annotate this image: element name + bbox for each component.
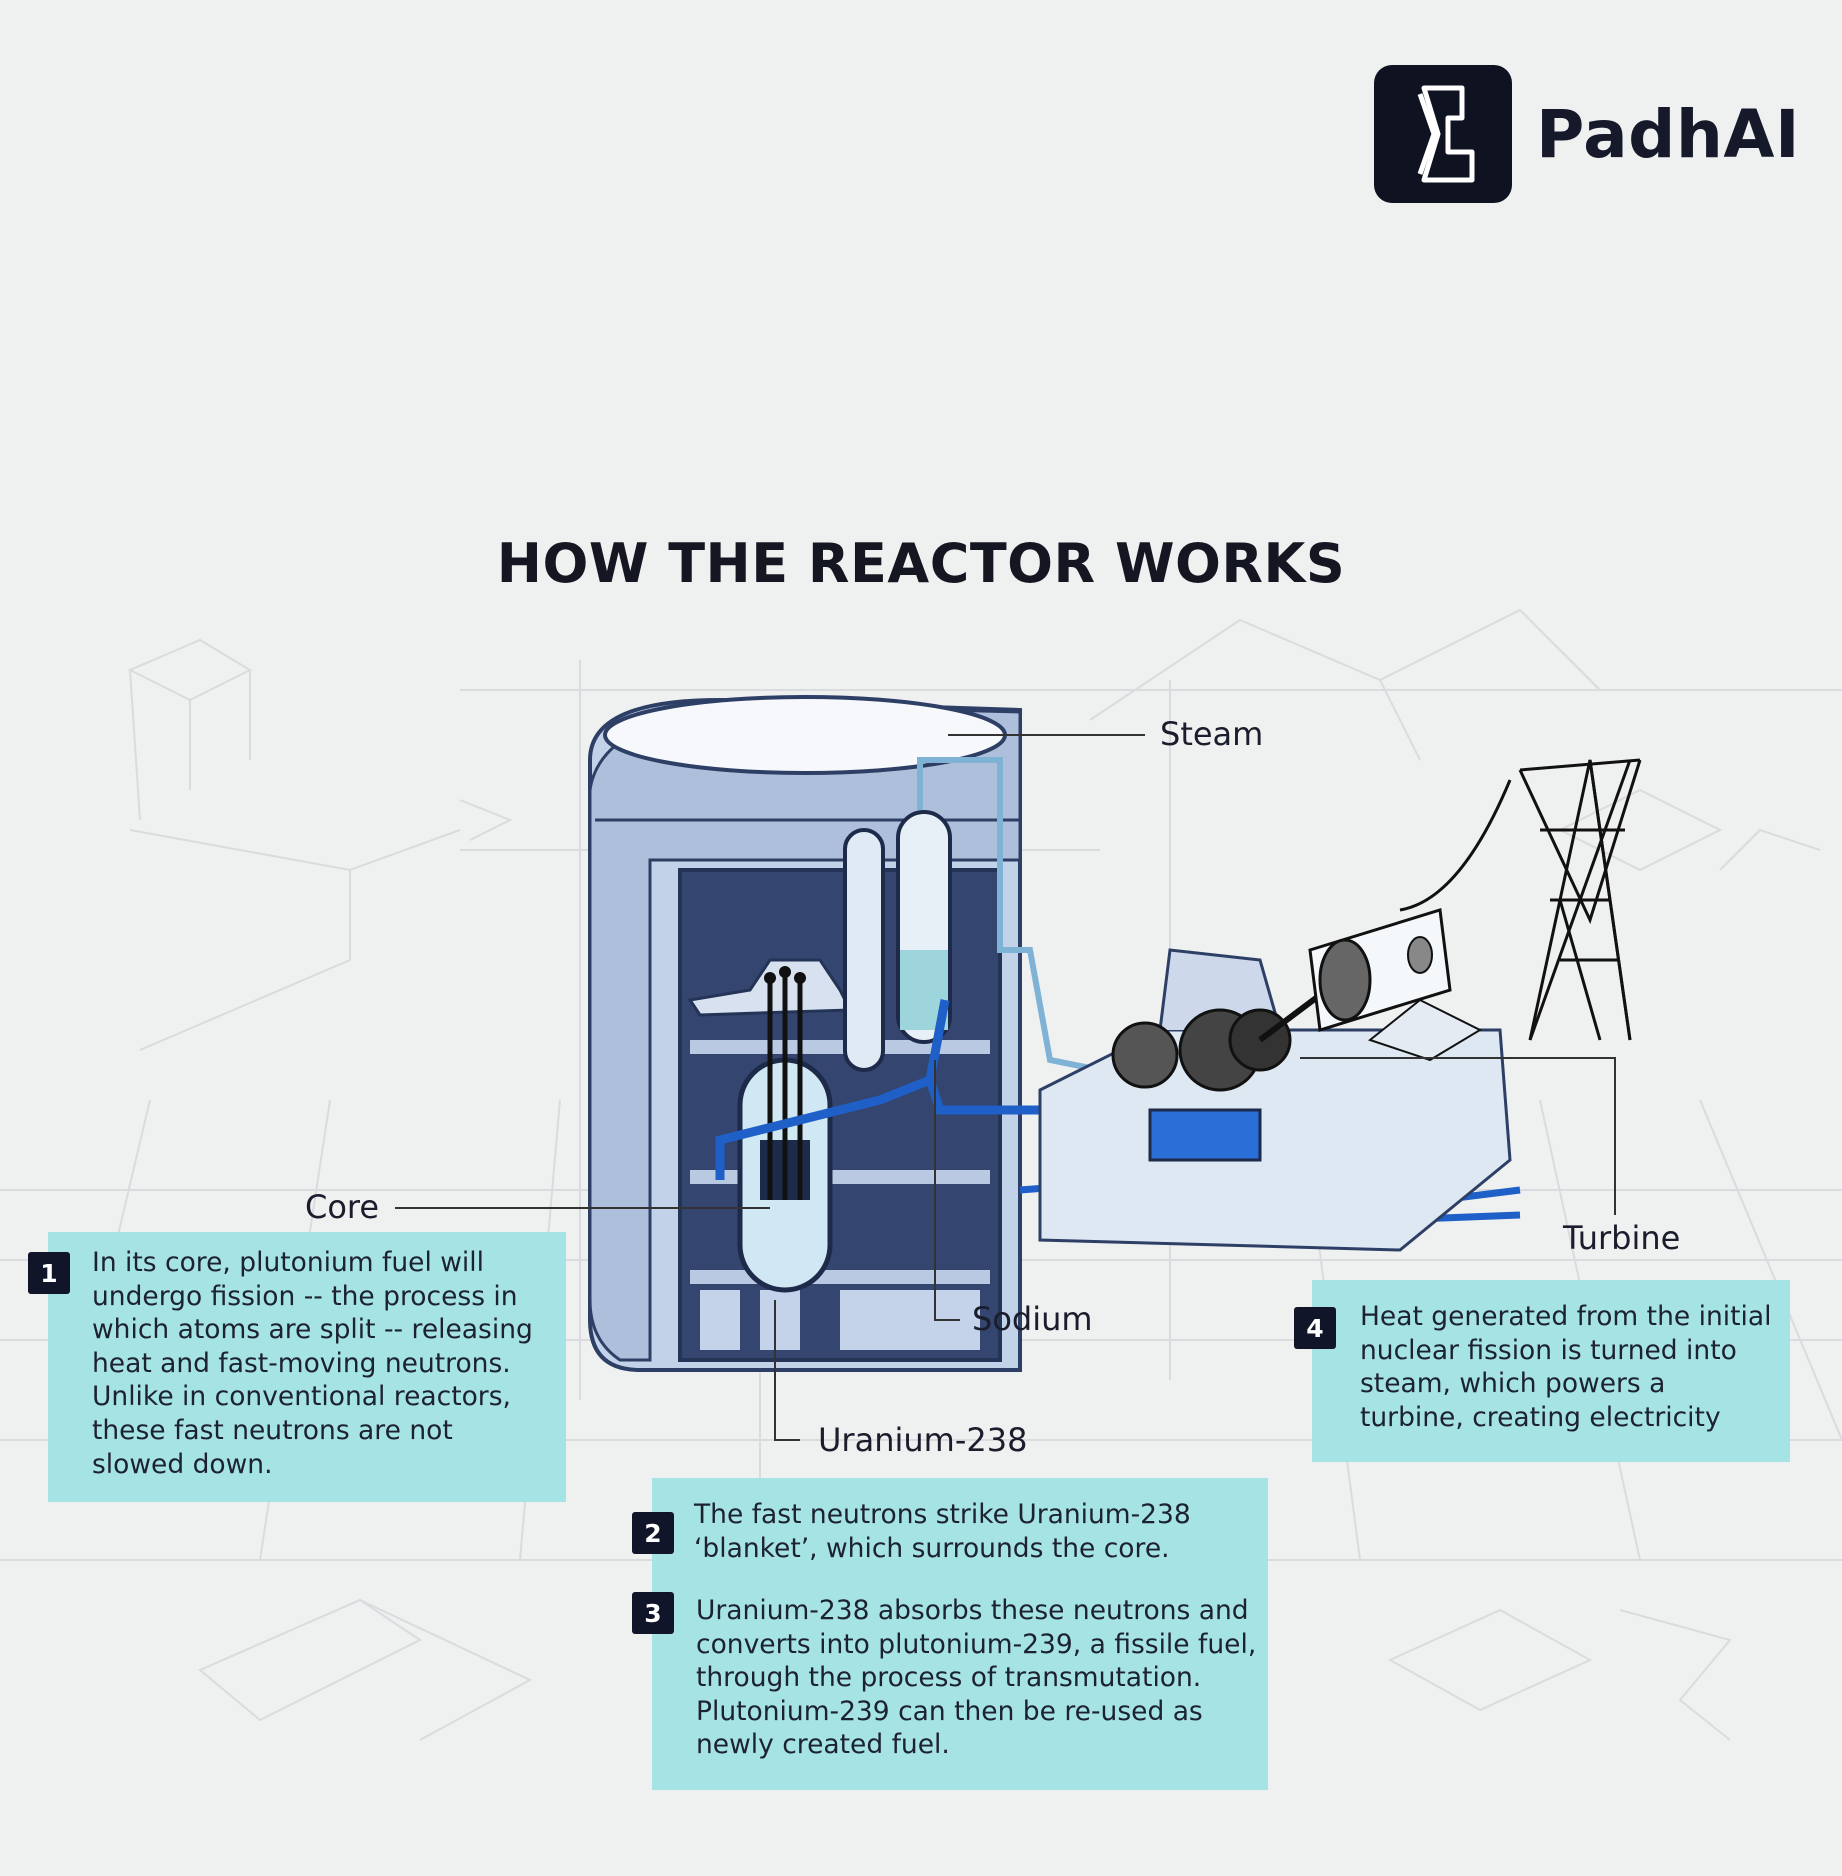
step-box-2-3 — [652, 1478, 1268, 1790]
step-badge: 4 — [1294, 1307, 1336, 1349]
label-core: Core — [305, 1188, 380, 1226]
step-text: The fast neutrons strike Uranium-238 ‘bl… — [694, 1499, 1191, 1564]
step-badge: 2 — [632, 1512, 674, 1554]
generator — [1308, 908, 1483, 1062]
label-sodium: Sodium — [972, 1300, 1093, 1338]
padhai-logo-icon — [1374, 65, 1512, 203]
turbine-block — [1038, 948, 1512, 1252]
label-turbine: Turbine — [1563, 1219, 1681, 1257]
step-badge: 3 — [632, 1592, 674, 1634]
step-text: Uranium-238 absorbs these neutrons and c… — [696, 1595, 1257, 1761]
step-badge: 1 — [28, 1252, 70, 1294]
leader-lines — [395, 734, 1616, 1441]
label-uranium-238: Uranium-238 — [818, 1421, 1028, 1459]
brand-name: PadhAI — [1536, 95, 1801, 173]
turbine-rotor — [1111, 977, 1342, 1092]
label-steam: Steam — [1160, 715, 1264, 753]
power-pylon — [1399, 758, 1642, 1041]
step-box-1 — [48, 1232, 566, 1502]
brand: PadhAI — [1374, 65, 1800, 203]
page-title: HOW THE REACTOR WORKS — [496, 532, 1346, 595]
step-text: In its core, plutonium fuel will undergo… — [92, 1247, 533, 1480]
step-text: Heat generated from the initial nuclear … — [1360, 1301, 1772, 1433]
step-box-4 — [1312, 1280, 1790, 1462]
